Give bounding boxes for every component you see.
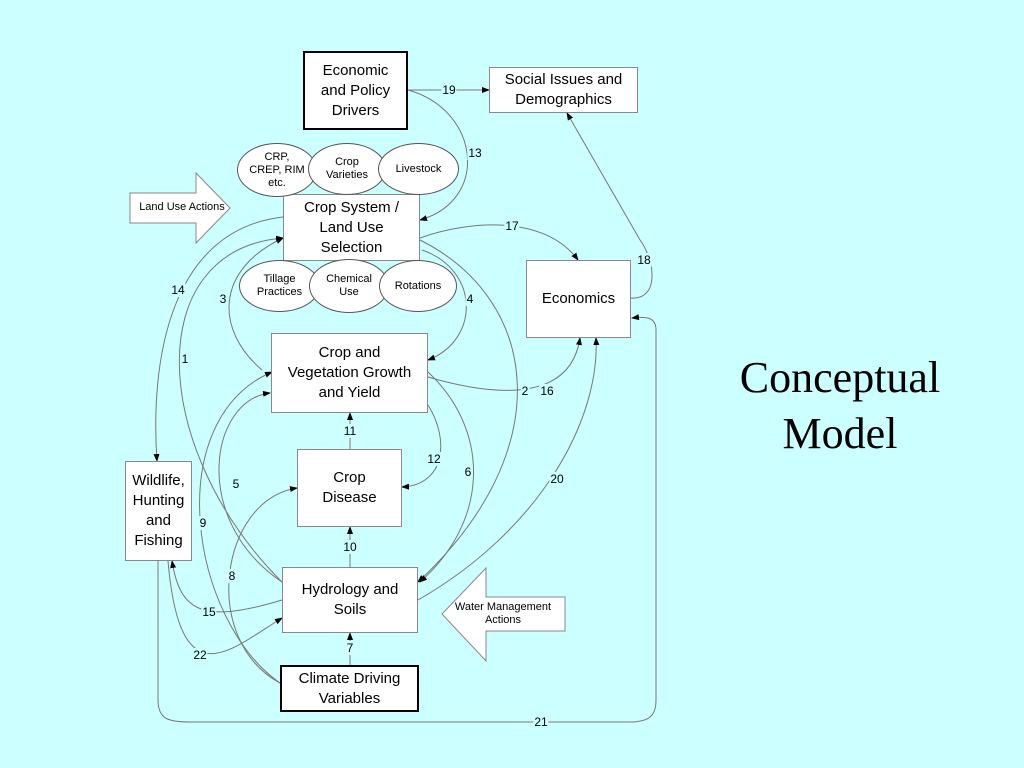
oval-tillage: Tillage Practices (239, 260, 320, 312)
water-management-actions-label: Water Management Actions (454, 601, 552, 626)
link-13 (407, 89, 468, 221)
link-label-5: 5 (231, 477, 241, 491)
link-label-7: 7 (345, 641, 355, 655)
link-label-18: 18 (636, 253, 652, 267)
link-label-20: 20 (549, 472, 565, 486)
node-crop-system: Crop System / Land Use Selection (283, 194, 420, 261)
node-crop-growth: Crop and Vegetation Growth and Yield (271, 333, 428, 413)
link-22 (167, 560, 283, 655)
link-18 (566, 112, 653, 299)
node-climate: Climate Driving Variables (280, 665, 419, 712)
link-label-14: 14 (170, 283, 186, 297)
link-label-4: 4 (465, 292, 475, 306)
link-label-15: 15 (201, 605, 217, 619)
oval-chemical-use: Chemical Use (309, 259, 389, 313)
link-21 (157, 314, 657, 723)
node-social-issues: Social Issues and Demographics (489, 67, 638, 113)
link-3 (228, 237, 284, 371)
link-1 (178, 235, 284, 583)
land-use-actions-label: Land Use Actions (139, 201, 225, 213)
land-use-actions-arrow (129, 171, 231, 245)
link-label-12: 12 (426, 452, 442, 466)
link-5 (218, 390, 283, 583)
node-crop-disease: Crop Disease (297, 449, 402, 527)
slide-title: Conceptual Model (739, 353, 941, 458)
link-label-1: 1 (180, 352, 190, 366)
link-15 (170, 560, 283, 613)
link-label-3: 3 (218, 292, 228, 306)
link-label-8: 8 (227, 569, 237, 583)
water-management-actions-arrow (441, 566, 566, 663)
link-14 (153, 216, 284, 462)
link-label-19: 19 (441, 83, 457, 97)
link-label-11: 11 (342, 424, 358, 438)
oval-crp: CRP, CREP, RIM etc. (237, 143, 317, 197)
link-label-22: 22 (192, 648, 208, 662)
link-label-16: 16 (539, 384, 555, 398)
link-label-6: 6 (463, 465, 473, 479)
link-label-9: 9 (198, 516, 208, 530)
node-economics: Economics (526, 260, 631, 338)
link-label-13: 13 (467, 146, 483, 160)
link-2 (417, 239, 518, 583)
link-label-10: 10 (342, 540, 358, 554)
oval-crop-varieties: Crop Varieties (308, 143, 386, 195)
node-economic-policy-drivers: Economic and Policy Drivers (303, 51, 408, 130)
link-label-17: 17 (504, 219, 520, 233)
link-6 (419, 371, 475, 583)
oval-rotations: Rotations (379, 260, 457, 312)
oval-livestock: Livestock (378, 143, 459, 195)
link-label-21: 21 (533, 715, 549, 729)
link-label-2: 2 (520, 384, 530, 398)
node-hydrology: Hydrology and Soils (282, 567, 418, 633)
node-wildlife: Wildlife, Hunting and Fishing (125, 461, 192, 561)
